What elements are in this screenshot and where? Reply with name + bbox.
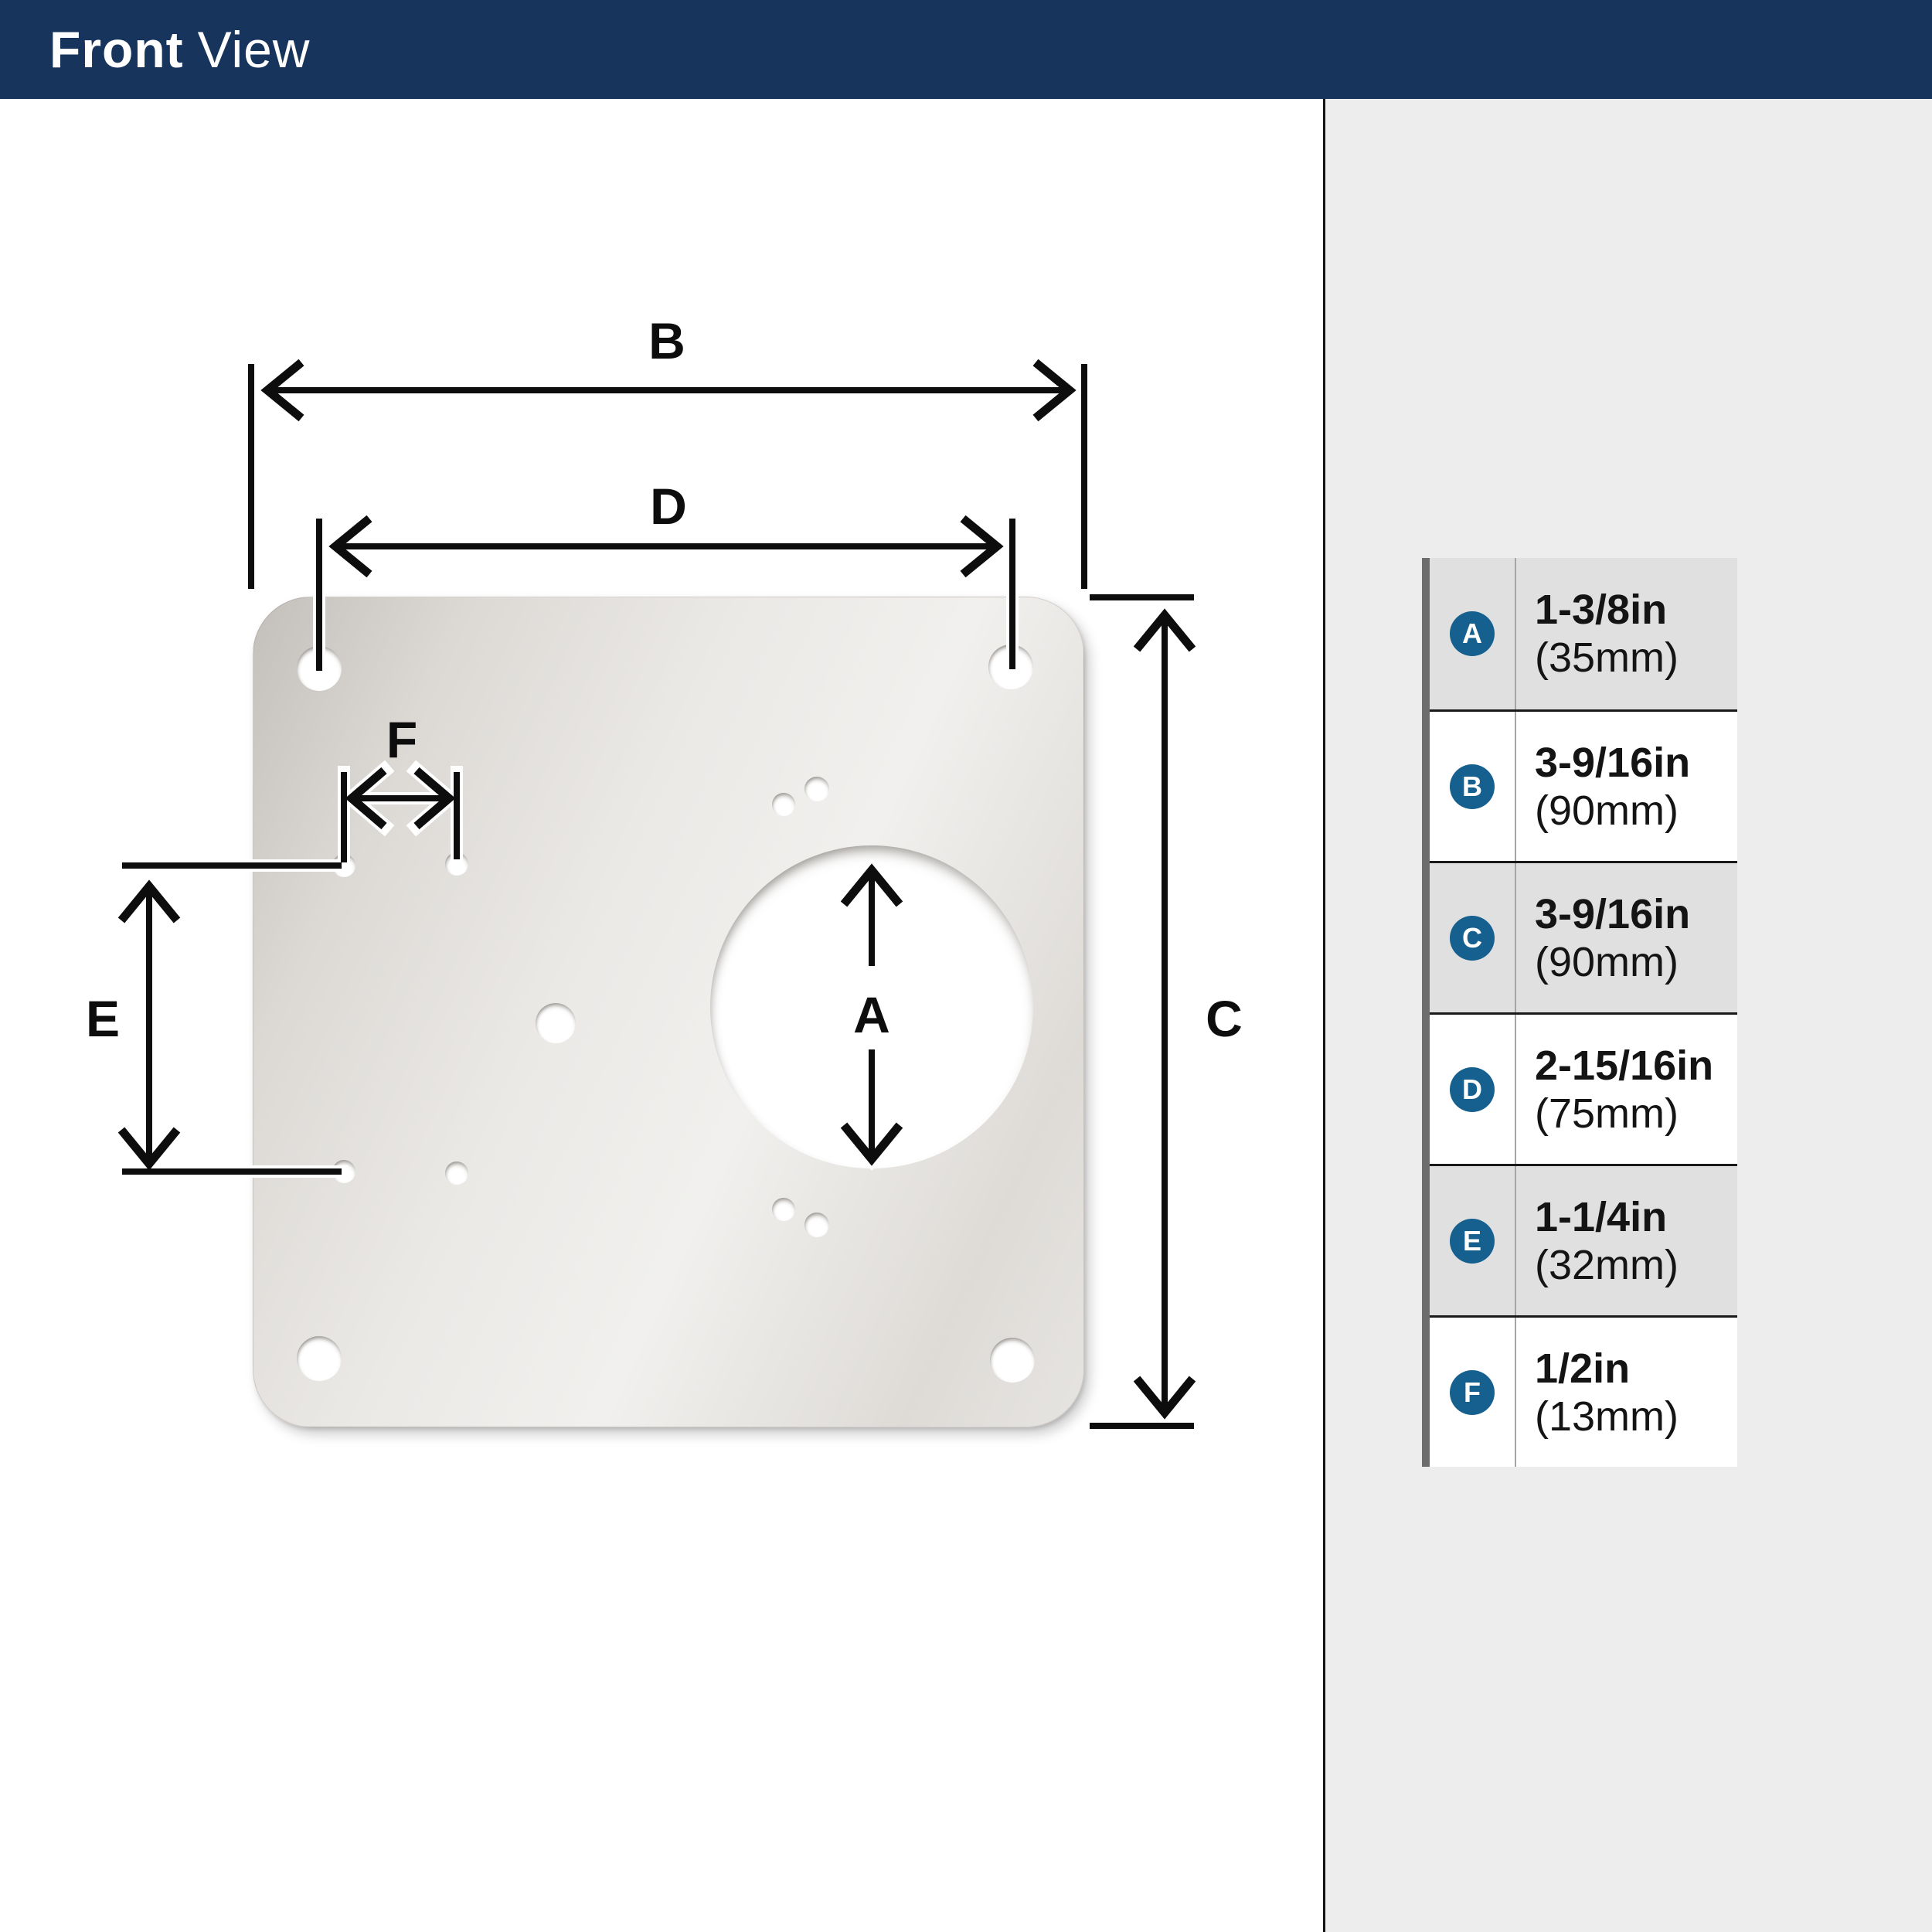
badge-cell: B — [1430, 712, 1516, 861]
row-value: 1-3/8in — [1535, 587, 1668, 633]
corner-hole-bottom-left — [297, 1336, 342, 1381]
f-hole-left — [332, 854, 355, 877]
dim-c-arrow-bottom — [1126, 1368, 1203, 1425]
badge-cell: F — [1430, 1318, 1516, 1467]
table-row: E 1-1/4in (32mm) — [1430, 1164, 1737, 1315]
row-metric: (32mm) — [1535, 1241, 1679, 1288]
dim-e-arrow-top — [117, 879, 181, 923]
center-hole — [536, 1003, 576, 1043]
dim-label-a: A — [853, 986, 890, 1043]
page-title-bold: Front — [49, 21, 184, 78]
table-row: B 3-9/16in (90mm) — [1430, 709, 1737, 861]
dim-d-arrow-left — [323, 508, 380, 585]
f-hole-right — [445, 852, 468, 876]
dim-c-arrow-top — [1133, 608, 1196, 652]
badge-cell: C — [1430, 863, 1516, 1012]
dim-d-arrow-right — [952, 508, 1009, 585]
dim-label-f: F — [386, 711, 418, 768]
dim-c-arrow-top — [1126, 603, 1203, 660]
e-hole-right — [445, 1162, 468, 1185]
pair-hole-top-left — [772, 793, 795, 816]
row-badge: C — [1450, 915, 1495, 961]
dim-label-c: C — [1206, 990, 1243, 1047]
table-accent-bar — [1422, 558, 1430, 1467]
page-title-regular: View — [197, 21, 311, 78]
dim-e-arrow-top — [111, 874, 188, 931]
dim-c-arrow-bottom — [1133, 1376, 1196, 1420]
row-badge: E — [1450, 1218, 1495, 1264]
dim-label-b: B — [648, 312, 685, 369]
row-badge: F — [1450, 1369, 1495, 1415]
row-metric: (90mm) — [1535, 787, 1679, 834]
pair-hole-bottom-right — [804, 1213, 829, 1237]
badge-cell: A — [1430, 558, 1516, 709]
dim-b-arrow-right — [1025, 352, 1082, 429]
row-metric: (75mm) — [1535, 1090, 1679, 1137]
value-cell: 1-3/8in (35mm) — [1516, 558, 1737, 709]
table-row: A 1-3/8in (35mm) — [1430, 558, 1737, 709]
row-value: 1/2in — [1535, 1345, 1631, 1392]
row-value: 3-9/16in — [1535, 739, 1691, 786]
pair-hole-bottom-left — [772, 1198, 795, 1221]
corner-hole-top-left — [297, 646, 342, 691]
value-cell: 3-9/16in (90mm) — [1516, 863, 1737, 1012]
row-value: 3-9/16in — [1535, 890, 1691, 937]
row-value: 1-1/4in — [1535, 1193, 1668, 1240]
dim-b-arrow-left — [260, 359, 304, 422]
row-value: 2-15/16in — [1535, 1042, 1714, 1089]
row-badge: B — [1450, 764, 1495, 809]
value-cell: 2-15/16in (75mm) — [1516, 1015, 1737, 1164]
dim-d-arrow-right — [960, 515, 1004, 578]
row-metric: (35mm) — [1535, 634, 1679, 681]
value-cell: 1/2in (13mm) — [1516, 1318, 1737, 1467]
table-row: F 1/2in (13mm) — [1430, 1315, 1737, 1467]
table-row: D 2-15/16in (75mm) — [1430, 1012, 1737, 1164]
dim-label-d: D — [650, 478, 687, 535]
row-badge: A — [1450, 611, 1495, 656]
row-badge: D — [1450, 1066, 1495, 1112]
value-cell: 3-9/16in (90mm) — [1516, 712, 1737, 861]
dim-e-arrow-bottom — [111, 1119, 188, 1176]
dim-e-arrow-bottom — [117, 1127, 181, 1171]
content-divider — [1323, 99, 1325, 1932]
table-row: C 3-9/16in (90mm) — [1430, 861, 1737, 1012]
dim-d-arrow-left — [328, 515, 372, 578]
dimension-table: A 1-3/8in (35mm) B 3-9/16in (90mm) C 3-9… — [1422, 558, 1737, 1467]
dim-label-e: E — [85, 990, 121, 1047]
corner-hole-bottom-right — [990, 1338, 1035, 1383]
e-hole-left — [332, 1160, 355, 1183]
dim-b-arrow-left — [255, 352, 312, 429]
pair-hole-top-right — [804, 777, 829, 801]
row-metric: (90mm) — [1535, 938, 1679, 985]
row-metric: (13mm) — [1535, 1393, 1679, 1440]
badge-cell: D — [1430, 1015, 1516, 1164]
value-cell: 1-1/4in (32mm) — [1516, 1166, 1737, 1315]
table-rows: A 1-3/8in (35mm) B 3-9/16in (90mm) C 3-9… — [1430, 558, 1737, 1467]
corner-hole-top-right — [988, 645, 1033, 689]
badge-cell: E — [1430, 1166, 1516, 1315]
dim-b-arrow-right — [1032, 359, 1077, 422]
